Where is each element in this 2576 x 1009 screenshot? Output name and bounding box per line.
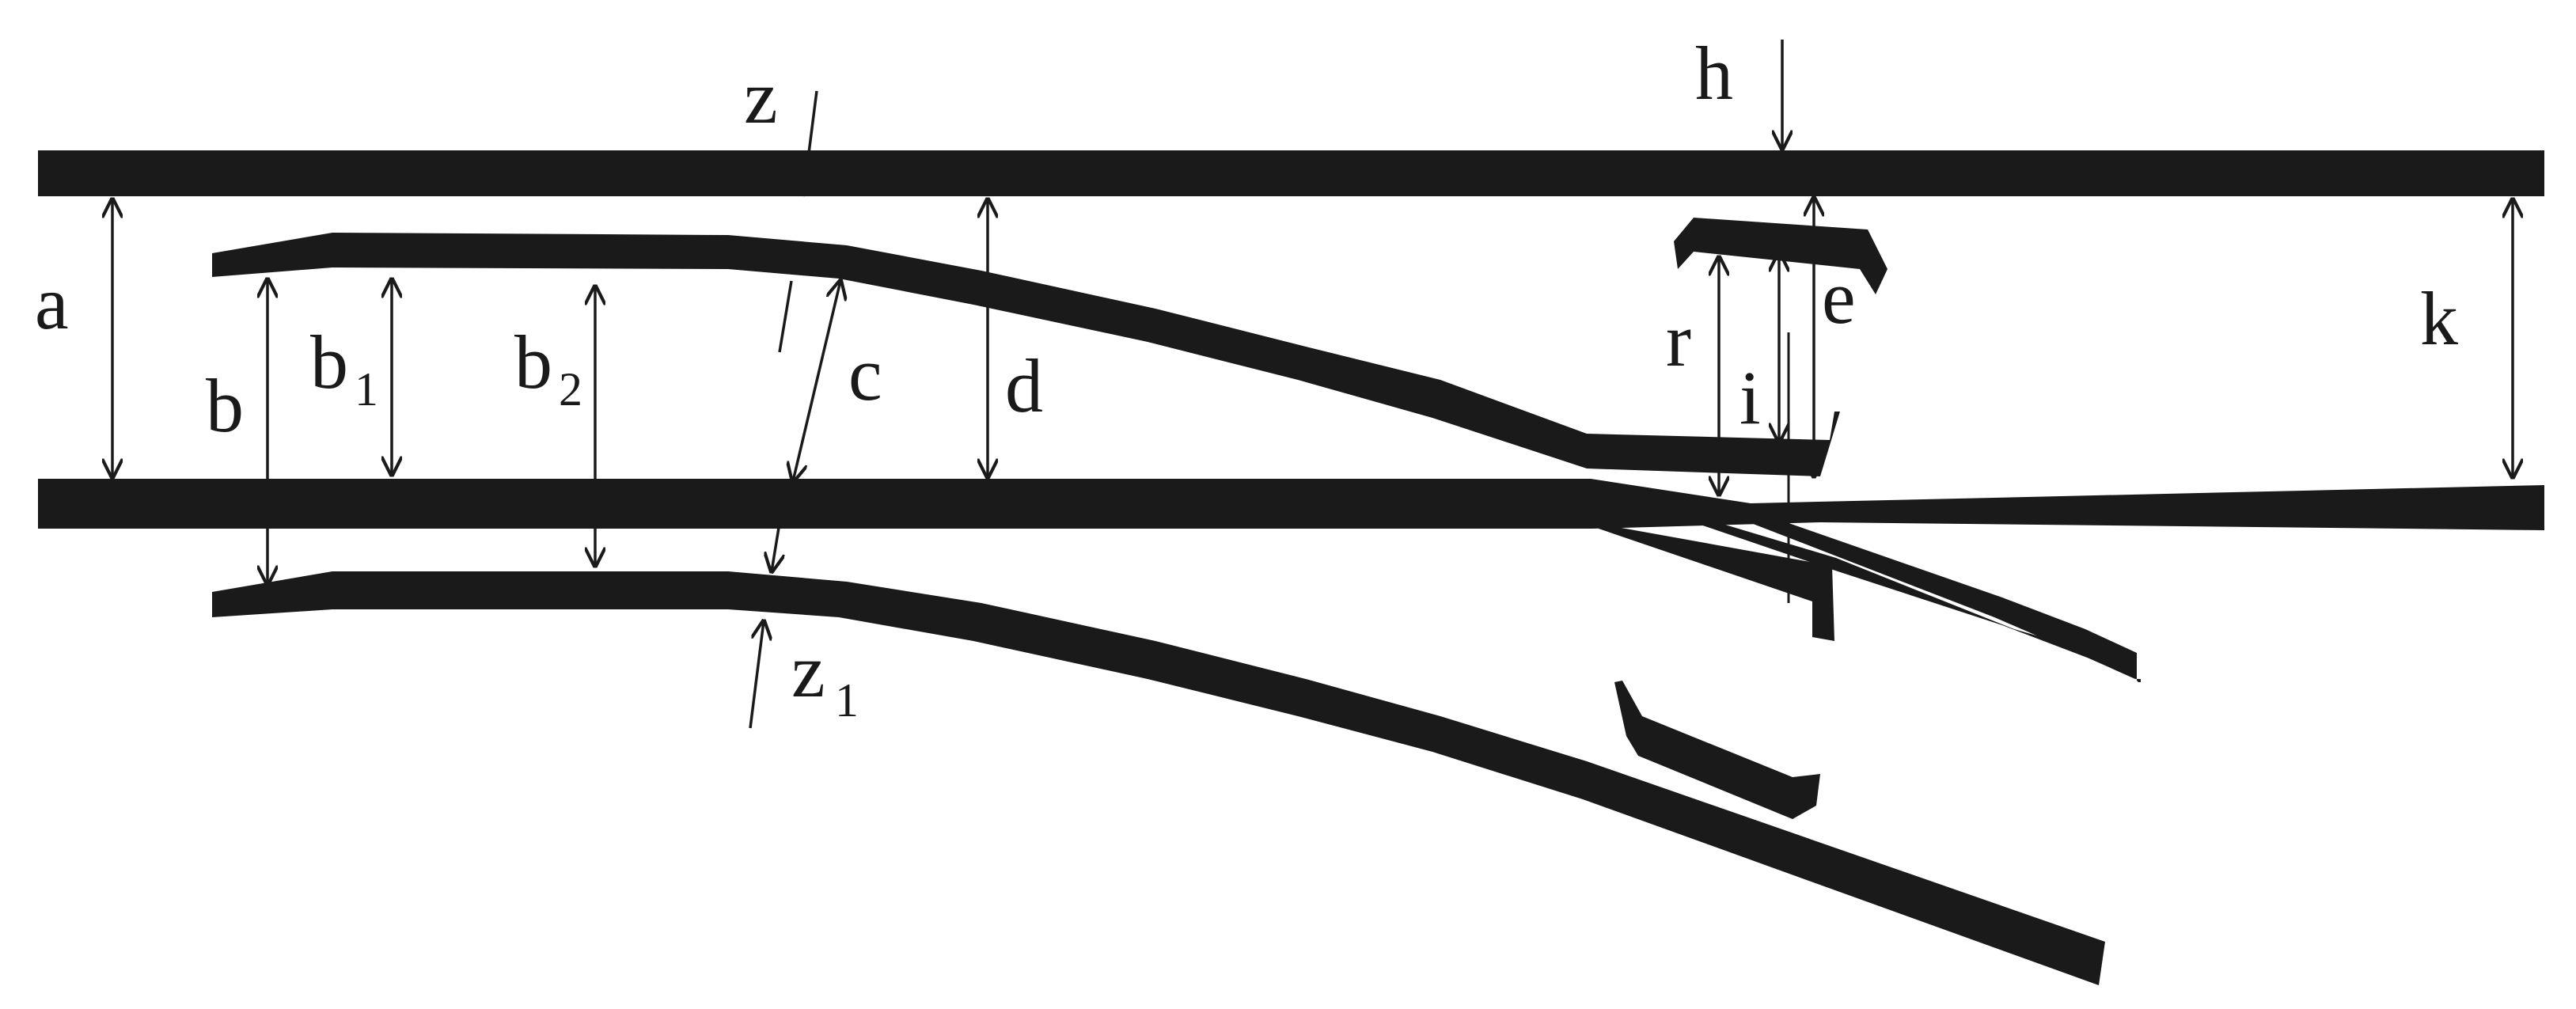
upper-switch-blade	[212, 233, 1840, 476]
diverging-rail-right-end	[1741, 506, 2137, 679]
leader-z-lower	[778, 280, 793, 353]
label-z1: z	[791, 628, 825, 713]
label-b: b	[206, 363, 244, 448]
label-c: c	[848, 332, 882, 416]
bottom-stock-rail	[38, 479, 2544, 530]
diverging-rail-right	[1686, 513, 2141, 682]
top-stock-rail	[38, 150, 2544, 196]
label-d: d	[1005, 343, 1043, 428]
dimension-c-lower	[772, 488, 787, 571]
label-b1-subscript: 1	[355, 363, 378, 415]
lower-wing-rail	[1614, 681, 1820, 819]
leader-z-upper	[802, 90, 818, 197]
dimension-lines	[112, 40, 2513, 729]
label-b2-subscript: 2	[559, 363, 582, 415]
label-b2: b	[514, 320, 552, 404]
rails	[38, 150, 2544, 985]
label-z1-subscript: 1	[835, 674, 859, 726]
label-b1: b	[310, 320, 348, 404]
label-k: k	[2420, 276, 2458, 361]
label-a: a	[35, 260, 69, 345]
label-z: z	[744, 55, 778, 139]
label-r: r	[1666, 298, 1691, 382]
labels: a b b 1 b 2 c d z z 1 h r i e k	[35, 31, 2458, 726]
label-e: e	[1822, 255, 1856, 339]
lower-switch-blade	[212, 571, 2105, 985]
leader-z1	[749, 621, 764, 729]
diverging-rail-left	[1591, 522, 1834, 641]
label-h: h	[1695, 31, 1733, 116]
dimension-c	[793, 281, 840, 481]
label-i: i	[1739, 355, 1761, 440]
